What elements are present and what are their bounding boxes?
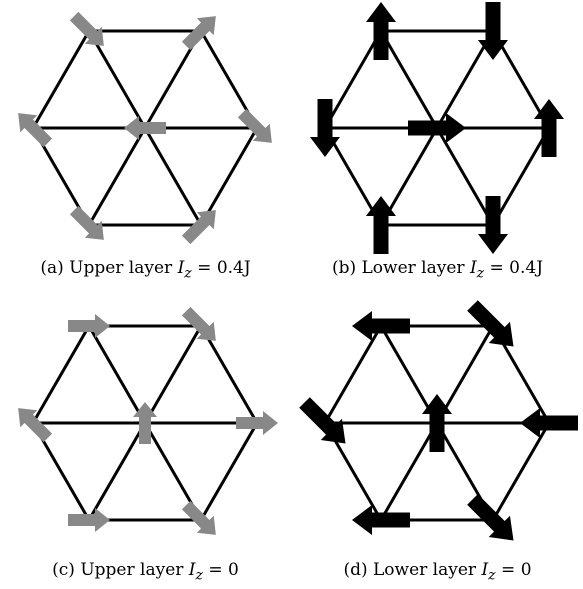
spin-arrow-icon-bottom-left (366, 195, 396, 254)
spin-arrow-icon-top-left (366, 2, 396, 61)
lattice-bond-left-top-left (323, 30, 383, 129)
lattice-diagram-b (310, 2, 564, 254)
caption-c-symbol: I (188, 560, 196, 580)
caption-a-subscript: z (184, 265, 192, 282)
caption-c: (c) Upper layer Iz = 0 (0, 560, 291, 583)
lattice-bond-left-top-left (323, 325, 383, 424)
spin-arrow-icon-center (408, 113, 466, 143)
lattice-bond-left-top-left (31, 325, 91, 424)
spin-arrow-icon-bottom-right (181, 210, 216, 245)
spin-arrow-icon-right (236, 411, 278, 435)
caption-a: (a) Upper layer Iz = 0.4J (0, 258, 291, 281)
spin-arrow-icon-left (18, 408, 53, 443)
panel-c: (c) Upper layer Iz = 0 (0, 295, 291, 589)
spin-arrow-icon-top-left (69, 11, 104, 46)
lattice-diagram-a (18, 11, 272, 245)
spin-arrow-icon-bottom-right (467, 494, 514, 541)
lattice-diagram-d (299, 300, 578, 541)
caption-d-subscript: z (488, 567, 496, 584)
lattice-diagram-c (18, 306, 278, 535)
lattice-bond-right-bottom-right (199, 422, 259, 521)
spin-arrow-icon-top-left (352, 311, 410, 342)
spin-arrow-icon-top-right (181, 16, 216, 51)
caption-c-suffix: = 0 (202, 560, 239, 580)
spin-arrow-icon-bottom-left (352, 504, 410, 535)
caption-b-symbol: I (469, 258, 477, 278)
lattice-bond-center-top-left (87, 325, 147, 424)
spin-arrow-icon-left (310, 99, 340, 157)
spin-arrow-icon-bottom-left (69, 205, 104, 240)
lattice-bond-center-bottom-right (435, 127, 495, 226)
lattice-bond-center-top-right (143, 325, 203, 424)
spin-arrow-icon-bottom-left (68, 507, 110, 532)
lattice-bond-center-top-left (87, 30, 147, 129)
caption-b-suffix: = 0.4J (484, 258, 544, 278)
lattice-bond-right-bottom-right (199, 127, 259, 226)
caption-c-prefix: (c) Upper layer (52, 560, 189, 580)
spin-arrow-icon-top-right (467, 300, 514, 347)
spin-arrow-icon-top-right (478, 2, 508, 61)
caption-b-prefix: (b) Lower layer (331, 258, 470, 278)
caption-c-subscript: z (195, 567, 203, 584)
spin-arrow-icon-bottom-right (478, 195, 508, 254)
caption-b-subscript: z (476, 265, 485, 282)
caption-d-suffix: = 0 (495, 560, 532, 580)
caption-d-prefix: (d) Lower layer (343, 560, 482, 580)
panel-b: (b) Lower layer Iz = 0.4J (292, 0, 583, 294)
spin-arrow-icon-right (237, 108, 272, 143)
spin-arrow-icon-center (422, 394, 452, 452)
spin-arrow-icon-center (133, 402, 157, 444)
caption-d-symbol: I (481, 560, 489, 580)
lattice-bond-center-bottom-right (143, 127, 203, 226)
panel-a: (a) Upper layer Iz = 0.4J (0, 0, 291, 294)
spin-arrow-icon-left (18, 113, 53, 148)
spin-arrow-icon-bottom-right (181, 500, 216, 535)
caption-a-symbol: I (177, 258, 185, 278)
spin-arrow-icon-center (124, 116, 166, 140)
caption-b: (b) Lower layer Iz = 0.4J (292, 258, 583, 281)
lattice-bond-top-right-right (199, 325, 259, 424)
lattice-bond-left-top-left (31, 30, 91, 129)
caption-d: (d) Lower layer Iz = 0 (292, 560, 583, 583)
spin-arrow-icon-top-right (181, 306, 216, 341)
spin-arrow-icon-left (299, 397, 346, 444)
lattice-bond-center-bottom-left (87, 422, 147, 521)
lattice-bond-right-bottom-right (491, 127, 551, 226)
spin-arrow-icon-right (520, 408, 578, 438)
caption-a-prefix: (a) Upper layer (40, 258, 178, 278)
lattice-bond-center-bottom-left (87, 127, 147, 226)
spin-arrow-icon-right (534, 99, 564, 157)
spin-arrow-icon-top-left (68, 314, 110, 339)
lattice-bond-center-bottom-left (379, 422, 439, 521)
caption-a-suffix: = 0.4J (191, 258, 251, 278)
panel-d: (d) Lower layer Iz = 0 (292, 295, 583, 589)
lattice-bond-right-bottom-right (491, 422, 551, 521)
lattice-bond-center-top-left (379, 30, 439, 129)
